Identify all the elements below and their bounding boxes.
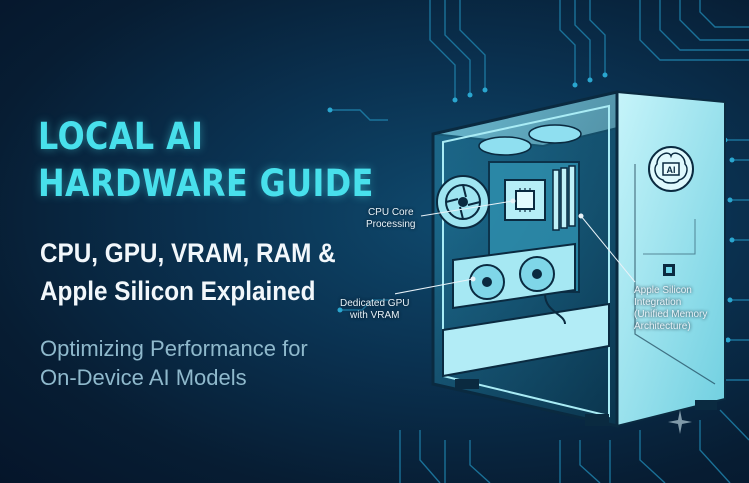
page-title: LOCAL AI HARDWARE GUIDE <box>38 113 374 207</box>
ai-badge: AI <box>667 165 676 175</box>
tagline-line-1: Optimizing Performance for <box>40 336 308 361</box>
case-front-panel <box>616 90 726 428</box>
sparkle-icon <box>668 410 692 434</box>
callout-gpu: Dedicated GPU with VRAM <box>340 298 410 321</box>
pc-case-illustration: AI <box>395 90 726 428</box>
subtitle: CPU, GPU, VRAM, RAM & Apple Silicon Expl… <box>40 234 336 310</box>
subtitle-line-2: Apple Silicon Explained <box>40 276 316 306</box>
title-line-2: HARDWARE GUIDE <box>38 162 374 205</box>
tagline: Optimizing Performance for On-Device AI … <box>40 334 308 392</box>
rear-fan <box>436 175 490 229</box>
title-line-1: LOCAL AI <box>38 115 204 158</box>
subtitle-line-1: CPU, GPU, VRAM, RAM & <box>40 238 336 268</box>
tagline-line-2: On-Device AI Models <box>40 365 247 390</box>
gpu-card <box>452 242 576 310</box>
callout-apple-silicon: Apple Silicon Integration (Unified Memor… <box>634 285 708 332</box>
brain-chip-icon <box>654 152 688 184</box>
ram-sticks <box>552 165 576 231</box>
cpu-chip-icon <box>515 190 535 210</box>
callout-cpu: CPU Core Processing <box>366 207 416 230</box>
psu-shroud <box>442 302 610 378</box>
top-fans <box>478 124 582 156</box>
